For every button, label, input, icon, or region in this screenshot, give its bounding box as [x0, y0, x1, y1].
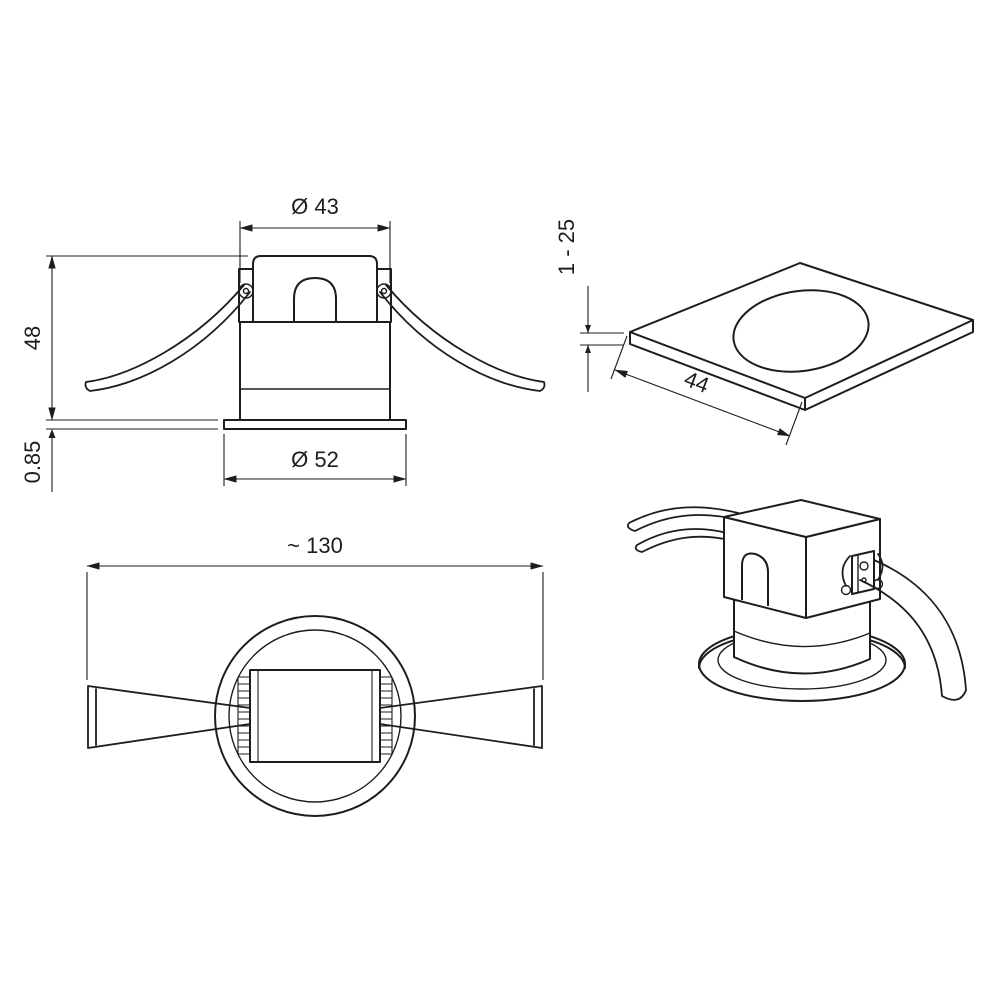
spring-eye-right	[376, 283, 392, 299]
lamp-housing-outline	[252, 255, 378, 323]
dim-label-flange-thickness: 0.85	[20, 441, 45, 484]
ext-lines-48	[46, 255, 248, 421]
iso-spring-wire-lower-left	[634, 528, 730, 553]
iso-spring-clip	[851, 550, 875, 595]
dim-label-flange-diameter: Ø 52	[291, 447, 339, 472]
body-top-outline	[249, 669, 381, 763]
dim-line-44	[614, 369, 791, 437]
plate-top-face	[629, 262, 974, 399]
ext-lines-thickness	[580, 332, 624, 346]
arrow-thickness-top	[585, 325, 591, 333]
spring-wire-end-right	[380, 287, 388, 295]
spring-clip-left	[238, 268, 254, 323]
dim-label-overall-width: ~ 130	[287, 533, 343, 558]
spring-handle-left	[87, 685, 251, 749]
iso-housing-top-face	[723, 499, 881, 538]
body-inner-walls	[257, 670, 373, 762]
plate-thickness-edges	[629, 319, 974, 411]
spring-coil-ribs-left	[237, 676, 250, 755]
plan-view: ~ 130	[86, 533, 544, 817]
ext-lines-130	[86, 572, 544, 680]
arch-window	[293, 277, 337, 323]
cylinder-body	[239, 321, 391, 421]
arrow-085	[48, 429, 56, 438]
arrow-thickness-bottom	[585, 345, 591, 353]
dim-label-cutout-size: 44	[681, 366, 713, 398]
spring-clip-right	[376, 268, 392, 323]
spring-handle-right	[379, 685, 543, 749]
ext-lines-d43	[239, 221, 391, 283]
spring-right	[379, 284, 546, 392]
cutout-hole	[732, 289, 870, 373]
assembled-iso-view	[626, 499, 967, 702]
iso-cylinder-body	[733, 599, 871, 675]
iso-cylinder-seam	[733, 630, 871, 648]
front-elevation-view: Ø 43 48 0.85 Ø 52	[20, 194, 546, 492]
iso-spring-wire-ends	[841, 553, 884, 587]
dim-label-top-diameter: Ø 43	[291, 194, 339, 219]
spring-coil-ribs-right	[380, 676, 393, 755]
dim-label-thickness-range: 1 - 25	[554, 219, 579, 275]
ext-lines-44	[610, 335, 803, 446]
flange-inner-circle	[228, 629, 402, 803]
flange	[223, 419, 407, 430]
iso-arch-window	[741, 552, 769, 606]
spring-wire-end-left	[242, 287, 250, 295]
iso-clip-screw	[859, 561, 869, 571]
mounting-plate-iso-view: 1 - 25 44	[554, 219, 974, 446]
iso-spring-band-right	[859, 559, 967, 701]
spring-eye-left	[238, 283, 254, 299]
dim-label-height: 48	[20, 326, 45, 350]
flange-outer-circle	[214, 615, 416, 817]
spring-left	[84, 284, 251, 392]
